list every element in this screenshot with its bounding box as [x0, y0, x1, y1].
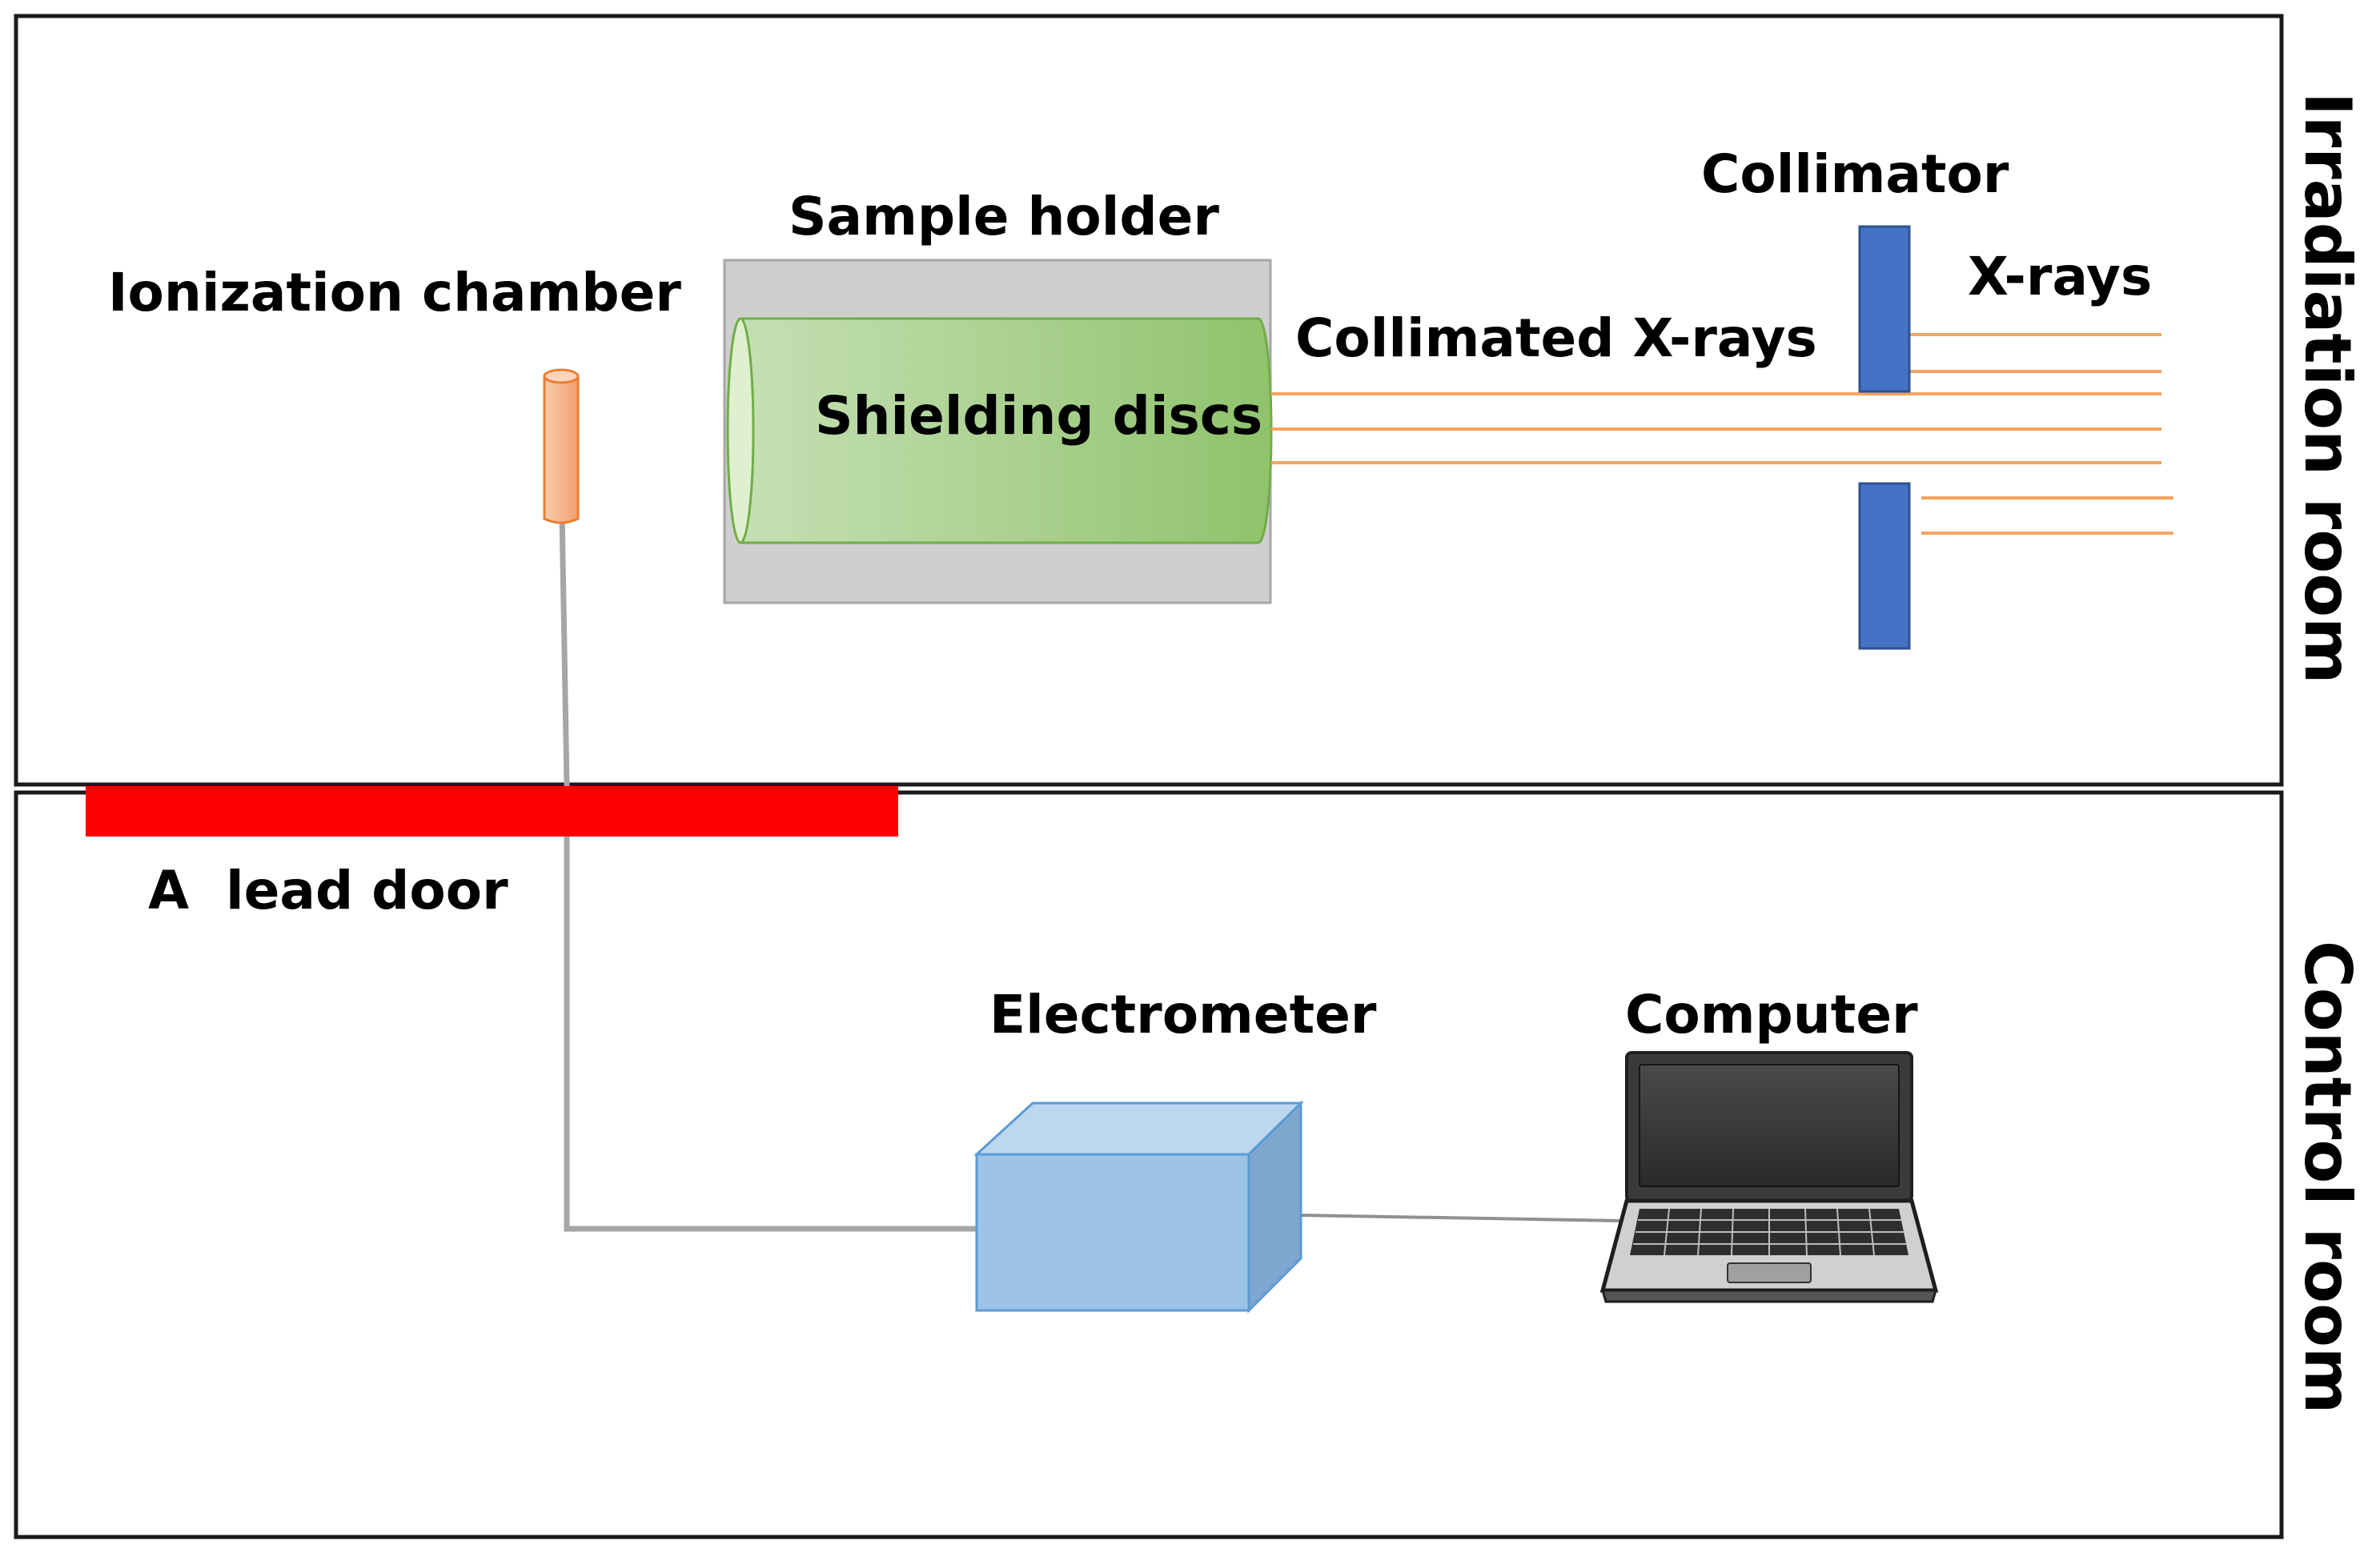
- cables: [559, 512, 1622, 1232]
- lead-door-label: A lead door: [148, 860, 508, 921]
- electrometer-top-face: [973, 1102, 1304, 1156]
- collimated-xrays-label: Collimated X-rays: [1295, 307, 1817, 369]
- xrays-label: X-rays: [1968, 246, 2152, 307]
- irradiation-room-label: Irradiation room: [2290, 92, 2365, 684]
- lead-door: [86, 786, 898, 837]
- collimator-label: Collimator: [1701, 143, 2009, 205]
- shielding-discs-cylinder: [726, 317, 1273, 544]
- xray-beams: [1271, 333, 2173, 535]
- collimator-upper-block: [1858, 225, 1911, 393]
- electrometer-label: Electrometer: [989, 984, 1377, 1045]
- electrometer-to-computer-cable: [1300, 1214, 1622, 1222]
- ionization-chamber-probe: [543, 368, 580, 524]
- shielding-discs-label: Shielding discs: [815, 385, 1262, 447]
- laptop-icon: [1599, 1051, 1939, 1303]
- control-room-border: [14, 790, 2284, 1539]
- collimator-lower-block: [1858, 482, 1911, 650]
- control-room-label: Control room: [2290, 941, 2365, 1414]
- computer-label: Computer: [1625, 984, 1918, 1045]
- chamber-to-electrometer-cable: [559, 512, 977, 1232]
- ionization-chamber-label: Ionization chamber: [108, 262, 681, 323]
- electrometer-box: [973, 1100, 1304, 1314]
- irradiation-room-border: [14, 14, 2284, 787]
- electrometer-front-face: [975, 1153, 1250, 1312]
- sample-holder-label: Sample holder: [789, 186, 1219, 247]
